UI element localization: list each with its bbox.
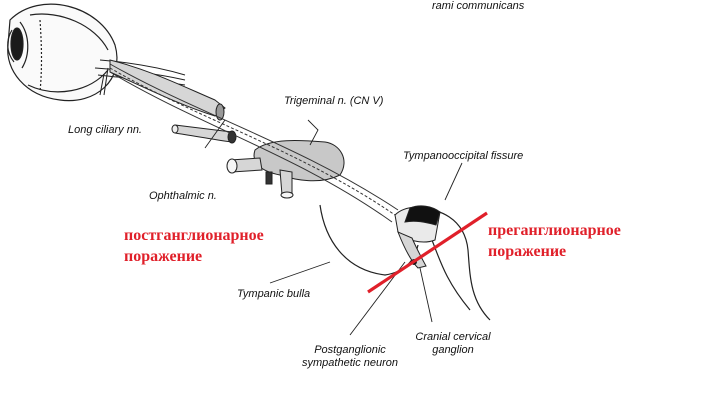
label-postganglionic-line2: sympathetic neuron <box>302 357 398 369</box>
cranial-cervical-ganglion <box>394 205 441 269</box>
label-postganglionic: Postganglionic sympathetic neuron <box>290 344 410 370</box>
lesion-line <box>367 211 488 294</box>
upper-nerve-trunk <box>109 59 226 121</box>
label-postganglionic-line1: Postganglionic <box>314 344 386 356</box>
ophthalmic-branch <box>171 124 237 144</box>
label-tympanic-bulla: Tympanic bulla <box>237 288 311 300</box>
annotation-postganglionic-lesion: постганглионарное поражение <box>124 225 264 267</box>
label-long-ciliary: Long ciliary nn. <box>68 124 142 136</box>
annotation-postganglionic-line1: постганглионарное <box>124 227 264 244</box>
label-ophthalmic: Ophthalmic n. <box>149 190 217 202</box>
sympathetic-nerve <box>109 63 399 223</box>
annotation-preganglionic-line1: преганглионарное <box>488 222 621 239</box>
label-tympanooccipital: Tympanooccipital fissure <box>403 150 524 162</box>
label-cranial-cervical: Cranial cervical ganglion <box>408 331 498 357</box>
label-rami-communicans: rami communicans <box>432 0 525 12</box>
annotation-preganglionic-lesion: преганглионарное поражение <box>488 220 621 262</box>
annotation-preganglionic-line2: поражение <box>488 243 567 260</box>
pupil <box>10 27 24 61</box>
label-trigeminal: Trigeminal n. (CN V) <box>284 95 384 107</box>
eyeball <box>7 3 118 102</box>
trigeminal-ganglion <box>226 140 345 199</box>
annotation-postganglionic-line2: поражение <box>124 248 203 265</box>
label-cranial-cervical-line1: Cranial cervical <box>415 331 491 343</box>
label-cranial-cervical-line2: ganglion <box>432 344 474 356</box>
